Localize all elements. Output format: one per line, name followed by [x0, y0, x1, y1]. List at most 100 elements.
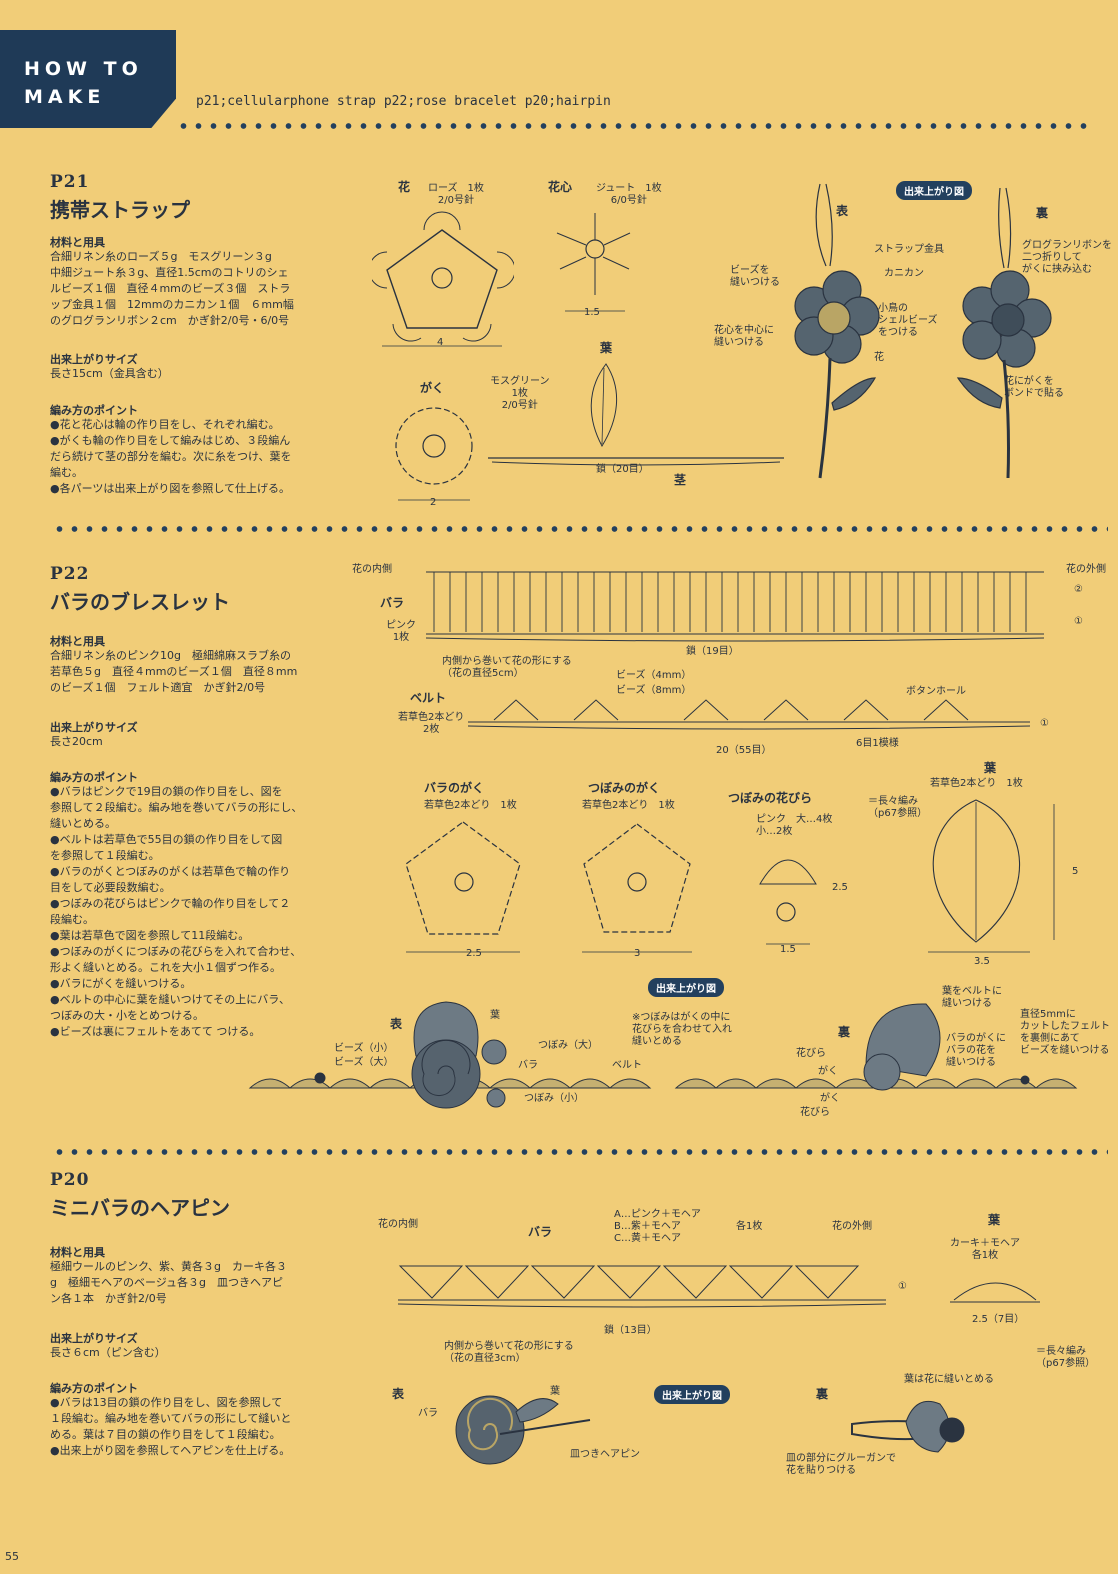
leaf-dim-w: 3.5	[974, 956, 990, 967]
finished-badge-p22: 出来上がり図	[648, 978, 724, 997]
row1-marker-p20: ①	[898, 1281, 907, 1292]
pattern-label: 6目1模様	[856, 738, 899, 749]
calyx-spec-p21: モスグリーン 1枚 2/0号針	[490, 376, 550, 411]
back-label-p20: 裏	[816, 1387, 829, 1401]
rose-bracelet-chart	[425, 571, 1045, 642]
stem-chain: 鎖（20目）	[596, 464, 649, 475]
rose-title-p20: バラ	[528, 1225, 553, 1239]
size-heading: 出来上がりサイズ	[50, 353, 138, 366]
leaf-spec-p22: 若草色2本どり 1枚	[930, 778, 1023, 789]
bud-dim-h: 2.5	[832, 882, 848, 893]
bud-large-label: つぼみ（大）	[538, 1040, 598, 1051]
long-stitch-note-p22: ＝長々編み （p67参照）	[868, 796, 928, 819]
chain-label-p20: 鎖（13目）	[604, 1325, 657, 1336]
clasp-label: カニカン	[884, 268, 924, 279]
rose-chain-p22: 鎖（19目）	[686, 646, 739, 657]
row1-marker-belt: ①	[1040, 718, 1049, 729]
leaf-dim-h: 5	[1072, 866, 1079, 877]
strap-finished-illustration	[794, 183, 1052, 479]
points-text: ●バラは13目の鎖の作り目をし、図を参照して １段編む。編み地を巻いてバラの形に…	[50, 1396, 292, 1457]
bud-small-label: つぼみ（小）	[524, 1093, 584, 1104]
leaf-sew-label: 葉をベルトに 縫いつける	[942, 986, 1002, 1009]
section-number: P21	[50, 172, 90, 192]
points-text: ●バラはピンクで19目の鎖の作り目をし、図を 参照して２段編む。編み地を巻いてバ…	[50, 785, 303, 1038]
rose-label-p22: バラ	[518, 1060, 538, 1071]
header-title-line1: HOW TO	[24, 58, 143, 80]
leaf-chart-diagram	[590, 363, 618, 448]
row2-marker-p22: ②	[1074, 584, 1083, 595]
finished-badge-p21: 出来上がり図	[896, 181, 972, 200]
rose-calyx-dim: 2.5	[466, 948, 482, 959]
leaf-title-p21: 葉	[600, 341, 613, 355]
dotted-divider	[52, 1148, 1108, 1156]
center-title: 花心	[548, 180, 573, 194]
leaf-chain-p20: 2.5（7目）	[972, 1314, 1025, 1325]
belt-chain: 20（55目）	[716, 745, 772, 756]
long-stitch-note-p20: ＝長々編み （p67参照）	[1036, 1346, 1096, 1369]
leaf-label-p22: 葉	[490, 1010, 500, 1021]
felt-label: 直径5mmに カットしたフェルト を裏側にあて ビーズを縫いつける	[1020, 1009, 1110, 1056]
flower-spec: ローズ 1枚 2/0号針	[428, 183, 484, 206]
buttonhole-label: ボタンホール	[906, 686, 966, 697]
points-heading: 編み方のポイント	[50, 1382, 138, 1395]
bud-petal-title: つぼみの花びら	[728, 791, 813, 805]
leaf-chart-p20	[950, 1282, 1040, 1303]
outer-label-p20: 花の外側	[832, 1221, 872, 1232]
section-title: バラのブレスレット	[50, 590, 230, 614]
bud-petal-chart	[759, 859, 817, 945]
flower-label: 花	[874, 352, 884, 363]
materials-heading: 材料と用具	[50, 635, 105, 648]
roll-note-p20: 内側から巻いて花の形にする （花の直径3cm）	[444, 1341, 574, 1364]
outer-label-p22: 花の外側	[1066, 564, 1106, 575]
back-label-p22: 裏	[838, 1025, 851, 1039]
glue-label-p20: 皿の部分にグルーガンで 花を貼りつける	[786, 1453, 896, 1476]
leaf-sew-label-p20: 葉は花に縫いとめる	[904, 1374, 994, 1385]
size-text: 長さ20cm	[50, 735, 103, 748]
pin-label: 皿つきヘアピン	[570, 1449, 640, 1460]
rose-title-p22: バラ	[380, 596, 405, 610]
size-text: 長さ15cm（金具含む）	[50, 367, 169, 380]
glue-label: 花にがくを ボンドで貼る	[1004, 376, 1064, 399]
materials-heading: 材料と用具	[50, 1246, 105, 1259]
leaf-label-p20: 葉	[550, 1386, 560, 1397]
stem-title: 茎	[674, 473, 687, 487]
inner-label-p22: 花の内側	[352, 564, 392, 575]
bud-note: ※つぼみはがくの中に 花びらを合わせて入れ 縫いとめる	[632, 1012, 732, 1047]
center-dim: 1.5	[584, 307, 600, 318]
petal-label: 花びら	[796, 1048, 826, 1059]
rose-spec-p22: ピンク 1枚	[386, 620, 416, 643]
rose-sew-label: バラのがくに バラの花を 縫いつける	[946, 1033, 1006, 1068]
roll-note-p22: 内側から巻いて花の形にする （花の直径5cm）	[442, 656, 572, 679]
bud-petal-spec: ピンク 大…4枚 小…2枚	[756, 814, 833, 837]
belt-label: ベルト	[612, 1060, 642, 1071]
rose-hairpin-chart	[397, 1265, 887, 1308]
ribbon-label: グログランリボンを 二つ折りして がくに挟み込む	[1022, 240, 1112, 275]
center-spec: ジュート 1枚 6/0号針	[596, 183, 662, 206]
section-number: P20	[50, 1170, 90, 1190]
section-title: ミニバラのヘアピン	[50, 1196, 230, 1220]
rose-calyx-title: バラのがく	[424, 781, 485, 795]
front-label-p20: 表	[392, 1387, 405, 1401]
bead8-label: ビーズ（8mm）	[616, 685, 692, 696]
beads-small-label: ビーズ（小）	[334, 1043, 394, 1054]
rose-label-p20: バラ	[418, 1408, 438, 1419]
points-text: ●花と花心は輪の作り目をし、それぞれ編む。 ●がくも輪の作り目をして編みはじめ、…	[50, 418, 292, 495]
header-banner	[0, 30, 176, 128]
calyx-stem-diagram	[395, 407, 784, 501]
rose-calyx-spec: 若草色2本どり 1枚	[424, 800, 517, 811]
bud-calyx-dim: 3	[634, 948, 641, 959]
materials-text: 合細リネン糸のピンク10g 極細綿麻スラブ糸の 若草色５g 直径４mmのビーズ１…	[50, 649, 298, 694]
rose-calyx-chart	[405, 821, 521, 953]
row1-marker-p22: ①	[1074, 616, 1083, 627]
size-text: 長さ６cm（ピン含む）	[50, 1346, 166, 1359]
bud-calyx-spec: 若草色2本どり 1枚	[582, 800, 675, 811]
points-heading: 編み方のポイント	[50, 771, 138, 784]
flower-title: 花	[398, 180, 411, 194]
petal2-label: 花びら	[800, 1107, 830, 1118]
bead4-label: ビーズ（4mm）	[616, 670, 692, 681]
front-label-p21: 表	[836, 204, 849, 218]
size-heading: 出来上がりサイズ	[50, 721, 138, 734]
center-chart-diagram	[556, 213, 631, 312]
shell-bead-label: 小鳥の シェルビーズ をつける	[878, 303, 938, 338]
